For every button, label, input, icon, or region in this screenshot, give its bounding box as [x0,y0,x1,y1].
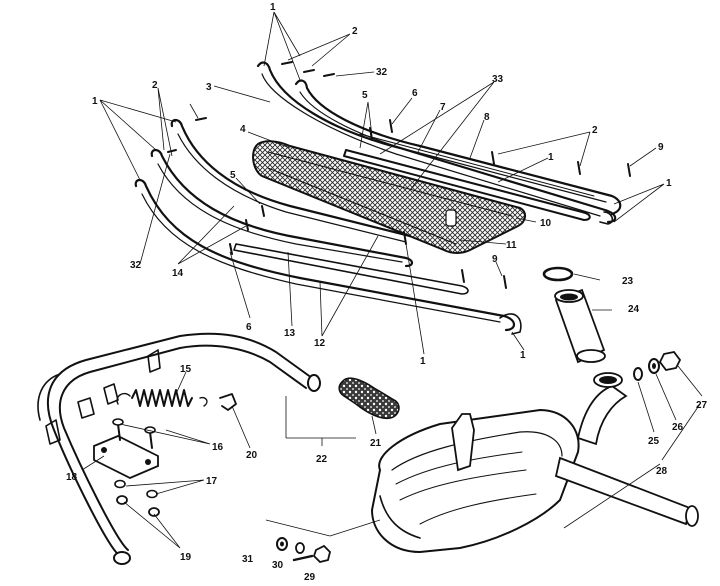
callout-10: 10 [540,218,552,229]
callout-33: 33 [492,74,504,85]
callout-30: 30 [272,560,284,571]
callout-7: 7 [440,102,446,113]
callout-2: 2 [352,26,358,37]
bolt-set [276,537,331,563]
callout-25: 25 [648,436,660,447]
callout-8: 8 [484,112,490,123]
callout-32: 32 [376,67,388,78]
callout-numbers: 1 2 32 3 33 5 6 7 8 2 9 1 1 4 10 11 9 23… [66,2,708,583]
callout-9: 9 [492,254,498,265]
callout-19: 19 [180,552,192,563]
leader-lines [81,11,703,549]
upper-right-running-board [256,61,622,225]
callout-23: 23 [622,276,634,287]
callout-14: 14 [172,268,184,279]
callout-32: 32 [130,260,142,271]
callout-5: 5 [362,90,368,101]
callout-9: 9 [658,142,664,153]
callout-12: 12 [314,338,326,349]
callout-28: 28 [656,466,668,477]
lower-left-running-board [134,118,522,335]
callout-18: 18 [66,472,78,483]
callout-5: 5 [230,170,236,181]
callout-1: 1 [548,152,554,163]
callout-24: 24 [628,304,640,315]
callout-26: 26 [672,422,684,433]
callout-22: 22 [316,454,328,465]
callout-20: 20 [246,450,258,461]
callout-4: 4 [240,124,246,135]
callout-21: 21 [370,438,382,449]
callout-15: 15 [180,364,192,375]
callout-17: 17 [206,476,218,487]
spring-clip [219,393,237,411]
callout-1: 1 [666,178,672,189]
rubber-pad [338,377,400,420]
callout-1: 1 [270,2,276,13]
callout-29: 29 [304,572,316,583]
nuts-and-washers [114,479,160,517]
callout-13: 13 [284,328,296,339]
callout-3: 3 [206,82,212,93]
callout-2: 2 [592,125,598,136]
screws [167,61,631,289]
washer-nut-set [633,351,682,381]
callout-2: 2 [152,80,158,91]
callout-6: 6 [412,88,418,99]
callout-6: 6 [246,322,252,333]
mounting-bracket [93,418,159,479]
callout-11: 11 [506,240,517,251]
mesh-plate [252,140,526,254]
callout-16: 16 [212,442,224,453]
callout-1: 1 [420,356,426,367]
callout-31: 31 [242,554,254,565]
bumper-frame [37,332,321,565]
tension-spring [116,389,208,407]
exhaust-muffler [370,372,699,554]
callout-1: 1 [92,96,98,107]
callout-27: 27 [696,400,708,411]
callout-1: 1 [520,350,526,361]
connecting-tube [554,288,606,364]
seal-ring [542,266,574,282]
